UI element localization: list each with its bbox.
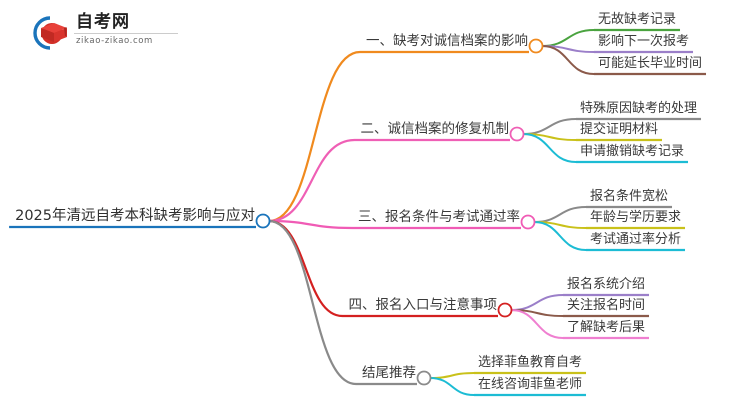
leaf-label-5-2[interactable]: 在线咨询菲鱼老师 — [478, 377, 583, 392]
link-branch-3-leaf-1 — [533, 206, 587, 223]
leaf-label-4-1[interactable]: 报名系统介绍 — [567, 277, 646, 292]
branch-label-4[interactable]: 四、报名入口与注意事项 — [348, 296, 498, 313]
leaf-label-3-3[interactable]: 考试通过率分析 — [590, 232, 682, 247]
root-node-label[interactable]: 2025年清远自考本科缺考影响与应对 — [15, 207, 255, 224]
leaf-label-2-1[interactable]: 特殊原因缺考的处理 — [580, 101, 698, 116]
leaf-label-4-2[interactable]: 关注报名时间 — [567, 298, 646, 313]
branch-node-circle-4[interactable] — [497, 302, 513, 318]
link-branch-2-leaf-1 — [522, 118, 577, 135]
root-node-circle[interactable] — [255, 213, 271, 229]
logo-url: zikao-zikao.com — [76, 36, 153, 46]
leaf-label-3-1[interactable]: 报名条件宽松 — [590, 189, 669, 204]
link-root-to-branch-5 — [268, 219, 357, 386]
logo-divider — [74, 33, 178, 34]
link-root-to-branch-1 — [268, 50, 361, 223]
leaf-label-5-1[interactable]: 选择菲鱼教育自考 — [478, 355, 583, 370]
link-branch-3-leaf-3 — [533, 221, 587, 251]
link-branch-4-leaf-1 — [510, 294, 564, 311]
leaf-label-4-3[interactable]: 了解缺考后果 — [567, 320, 646, 335]
logo-name-cn: 自考网 — [76, 12, 130, 32]
branch-label-5[interactable]: 结尾推荐 — [362, 364, 416, 381]
book-graduation-logo-icon — [30, 14, 70, 52]
branch-node-circle-1[interactable] — [528, 38, 544, 54]
leaf-label-1-3[interactable]: 可能延长毕业时间 — [598, 56, 703, 71]
link-branch-1-leaf-1 — [541, 29, 595, 47]
leaf-label-1-2[interactable]: 影响下一次报考 — [598, 34, 690, 49]
mindmap-links — [268, 29, 595, 396]
mindmap-underlines — [9, 28, 707, 397]
branch-node-circle-2[interactable] — [509, 126, 525, 142]
branch-label-3[interactable]: 三、报名条件与考试通过率 — [358, 208, 520, 225]
link-root-to-branch-3 — [268, 219, 353, 230]
branch-node-circle-3[interactable] — [520, 214, 536, 230]
branch-label-1[interactable]: 一、缺考对诚信档案的影响 — [366, 32, 528, 49]
link-branch-4-leaf-3 — [510, 309, 564, 339]
leaf-label-2-2[interactable]: 提交证明材料 — [580, 122, 659, 137]
link-branch-5-leaf-1 — [429, 372, 475, 379]
branch-node-circle-5[interactable] — [416, 370, 432, 386]
leaf-label-1-1[interactable]: 无故缺考记录 — [598, 12, 677, 27]
link-root-to-branch-4 — [268, 219, 343, 318]
site-logo: 自考网 zikao-zikao.com — [30, 10, 180, 56]
link-root-to-branch-2 — [268, 138, 355, 223]
logo-wordmark: 自考网 zikao-zikao.com — [74, 12, 178, 47]
leaf-label-3-2[interactable]: 年龄与学历要求 — [590, 210, 682, 225]
link-branch-2-leaf-3 — [522, 133, 577, 163]
branch-label-2[interactable]: 二、诚信档案的修复机制 — [360, 120, 510, 137]
mindmap-node-circles — [255, 38, 544, 386]
leaf-label-2-3[interactable]: 申请撤销缺考记录 — [580, 144, 685, 159]
link-branch-1-leaf-3 — [541, 45, 595, 75]
link-branch-5-leaf-2 — [429, 377, 475, 396]
